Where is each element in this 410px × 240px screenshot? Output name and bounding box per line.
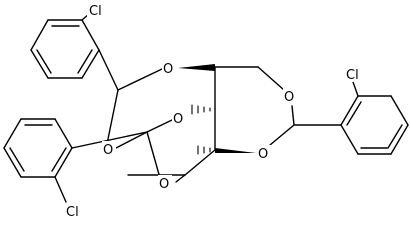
hash-bond-c3-o-mid-left [191,104,211,115]
atom-label-cl-top-left: Cl [89,4,102,19]
top-left-benzene-ring [30,19,100,79]
atom-label-o-top: O [163,62,173,77]
hash-bond-c2-lower [197,145,211,155]
core-ring-bonds [71,49,342,183]
wedge-bond-c2-o-mid-right [215,148,256,153]
atom-label-o-lower-left: O [103,143,113,158]
atom-label-o-mid-left: O [173,112,183,127]
bottom-left-benzene-ring [3,118,73,178]
atom-label-o-lower-mid: O [159,177,169,192]
wedge-bond-c4-o-top [178,64,215,71]
atom-label-o-mid-right: O [258,147,268,162]
atom-label-o-ring-right: O [284,90,294,105]
molecule-diagram: Cl Cl Cl O O O O O O [3,2,409,220]
right-benzene-ring [340,95,409,155]
atom-label-cl-top-right: Cl [346,68,359,83]
bond-ring-to-cl-right [352,81,359,97]
bond-ring-to-cl-bottom-left [54,176,67,203]
atom-label-cl-bottom-left: Cl [66,205,79,220]
